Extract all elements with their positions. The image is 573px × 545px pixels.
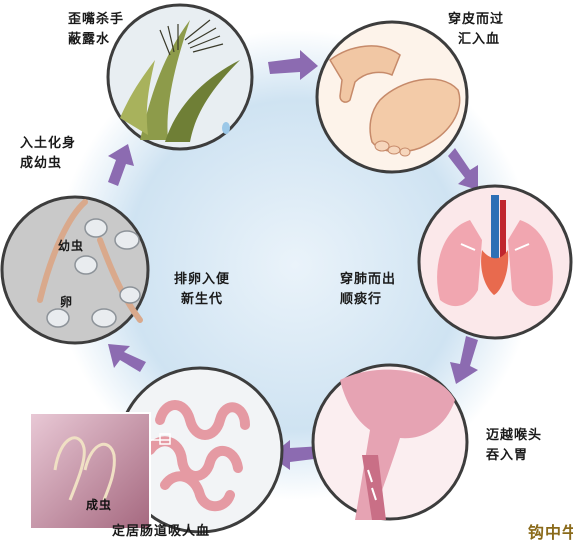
stage-lung-illustration bbox=[419, 186, 571, 338]
stage-label-line: 顺痰行 bbox=[340, 290, 396, 310]
watermark: 钩中牛 bbox=[528, 519, 573, 543]
stage-label-eggs: 排卵入便 新生代 bbox=[174, 270, 230, 310]
stage-label-line: 新生代 bbox=[174, 290, 230, 310]
stage-label-lung: 穿肺而出 顺痰行 bbox=[340, 270, 396, 310]
callout-larva: 幼虫 bbox=[58, 236, 84, 256]
stage-label-skin: 穿皮而过 汇入血 bbox=[448, 10, 504, 50]
stage-label-throat: 迈越喉头 吞入胃 bbox=[486, 426, 542, 466]
stage-grass-illustration bbox=[108, 5, 252, 149]
stage-label-line: 迈越喉头 bbox=[486, 426, 542, 446]
stage-label-line: 蔽露水 bbox=[68, 30, 124, 50]
stage-label-line: 歪嘴杀手 bbox=[68, 10, 124, 30]
callout-egg: 卵 bbox=[60, 292, 73, 312]
stage-label-line: 成幼虫 bbox=[20, 154, 76, 174]
stage-label-line: 汇入血 bbox=[448, 30, 504, 50]
stage-soil-illustration bbox=[2, 197, 148, 343]
stage-label-line: 穿皮而过 bbox=[448, 10, 504, 30]
stage-skin-illustration bbox=[317, 22, 467, 172]
stage-label-line: 穿肺而出 bbox=[340, 270, 396, 290]
stage-label-line: 定居肠道吸人血 bbox=[112, 522, 210, 542]
stage-label-grass: 歪嘴杀手 蔽露水 bbox=[68, 10, 124, 50]
callout-adult: 成虫 bbox=[86, 495, 112, 515]
stage-label-line: 排卵入便 bbox=[174, 270, 230, 290]
stage-label-line: 入土化身 bbox=[20, 134, 76, 154]
stage-throat-illustration bbox=[313, 365, 467, 520]
stage-label-line: 吞入胃 bbox=[486, 446, 542, 466]
stage-label-intestine: 定居肠道吸人血 bbox=[112, 522, 210, 542]
stage-label-soil: 入土化身 成幼虫 bbox=[20, 134, 76, 174]
